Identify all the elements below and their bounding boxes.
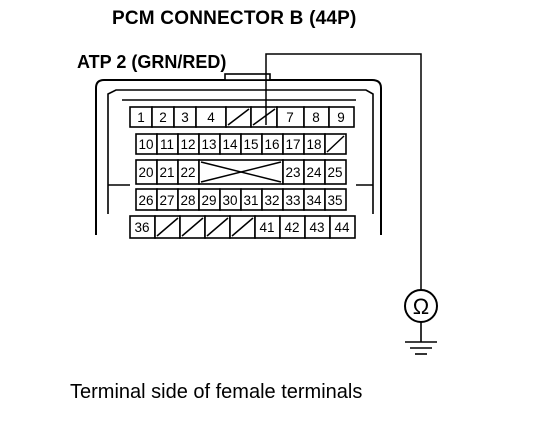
terminal-20: 20 <box>138 165 153 180</box>
terminal-42: 42 <box>284 220 299 235</box>
terminal-15: 15 <box>243 137 258 152</box>
ohmmeter-icon: Ω <box>404 289 438 323</box>
terminal-21: 21 <box>159 165 174 180</box>
terminal-13: 13 <box>201 137 216 152</box>
terminal-8: 8 <box>312 110 320 125</box>
terminal-31: 31 <box>243 193 258 208</box>
ground-icon <box>405 322 437 355</box>
unused-cavity-marks <box>156 108 345 237</box>
terminal-44: 44 <box>334 220 350 235</box>
terminal-28: 28 <box>180 193 195 208</box>
probe-terminal-label: ATP 2 (GRN/RED) <box>77 52 227 72</box>
terminal-24: 24 <box>306 165 322 180</box>
terminal-18: 18 <box>306 137 321 152</box>
terminal-36: 36 <box>134 220 149 235</box>
terminal-10: 10 <box>138 137 153 152</box>
terminal-11: 11 <box>160 137 174 152</box>
probe-wire <box>265 53 422 290</box>
connector-title: PCM CONNECTOR B (44P) <box>112 8 357 29</box>
terminal-7: 7 <box>286 110 294 125</box>
diagram-caption: Terminal side of female terminals <box>70 381 363 403</box>
terminal-labels: 1 2 3 4 7 8 9 10 11 12 13 14 15 16 17 18… <box>134 110 350 235</box>
terminal-3: 3 <box>181 110 189 125</box>
terminal-14: 14 <box>222 137 238 152</box>
terminal-4: 4 <box>207 110 215 125</box>
terminal-41: 41 <box>259 220 274 235</box>
terminal-9: 9 <box>337 110 345 125</box>
terminal-32: 32 <box>264 193 279 208</box>
terminal-23: 23 <box>285 165 300 180</box>
terminal-2: 2 <box>159 110 167 125</box>
connector-housing <box>95 73 382 235</box>
terminal-29: 29 <box>201 193 216 208</box>
terminal-26: 26 <box>138 193 153 208</box>
terminal-30: 30 <box>222 193 237 208</box>
terminal-17: 17 <box>285 137 300 152</box>
terminal-27: 27 <box>159 193 174 208</box>
terminal-25: 25 <box>327 165 342 180</box>
terminal-43: 43 <box>309 220 324 235</box>
ohm-symbol: Ω <box>413 294 429 319</box>
terminal-22: 22 <box>180 165 195 180</box>
terminal-12: 12 <box>180 137 195 152</box>
terminal-16: 16 <box>264 137 279 152</box>
terminal-35: 35 <box>327 193 342 208</box>
terminal-33: 33 <box>285 193 300 208</box>
terminal-34: 34 <box>306 193 322 208</box>
terminal-1: 1 <box>137 110 145 125</box>
